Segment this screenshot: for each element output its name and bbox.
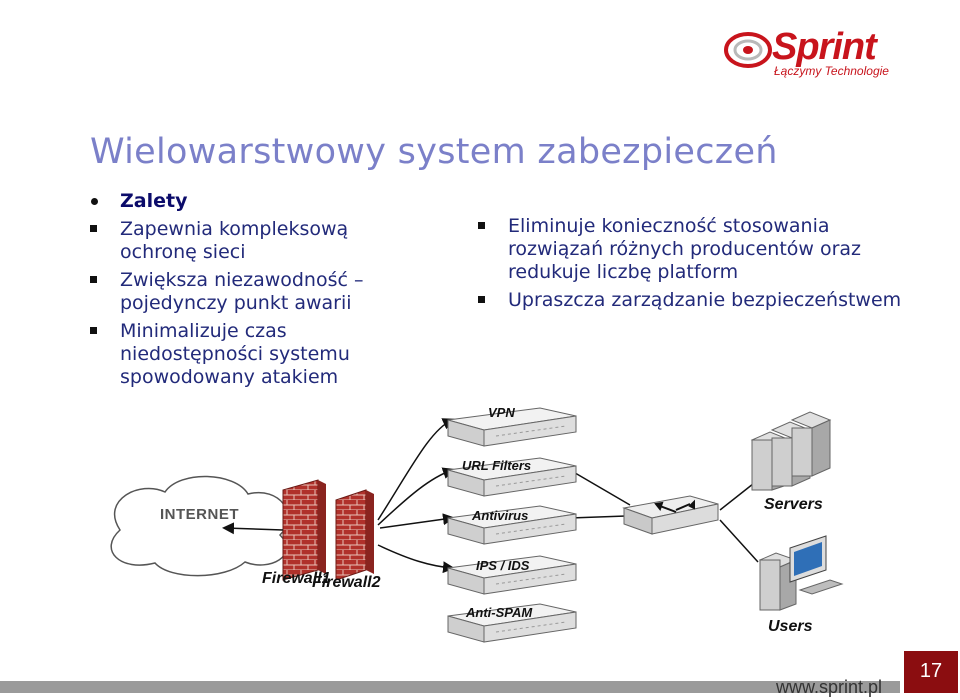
bullet-square-icon [90, 225, 97, 232]
advantages-list: Zalety Zapewnia kompleksową ochronę siec… [90, 190, 390, 394]
slide-title: Wielowarstwowy system zabezpieczeń [90, 132, 778, 172]
antivirus-label: Antivirus [472, 508, 529, 523]
bullet-square-icon [478, 296, 485, 303]
servers-label: Servers [764, 496, 823, 513]
bullet-square-icon [90, 327, 97, 334]
firewall2-label: Firewall2 [312, 574, 381, 591]
brand-name: Sprint [772, 26, 877, 68]
user-workstation-icon [758, 535, 844, 611]
url-filters-label: URL Filters [462, 458, 532, 473]
list-item: Upraszcza zarządzanie bezpieczeństwem [478, 289, 918, 312]
list-item-text: Upraszcza zarządzanie bezpieczeństwem [508, 289, 902, 311]
list-heading: Zalety [120, 190, 188, 212]
bullet-square-icon [478, 222, 485, 229]
ips-ids-label: IPS / IDS [476, 558, 530, 573]
sprint-logo-swoosh-icon [724, 32, 772, 68]
servers-icon [750, 411, 832, 491]
anti-spam-label: Anti-SPAM [466, 605, 533, 620]
firewall1-wall-icon [282, 479, 326, 581]
network-switch-icon [622, 495, 719, 535]
list-item-text: Zwiększa niezawodność – pojedynczy punkt… [120, 269, 364, 314]
internet-cloud-icon [110, 475, 289, 577]
page-number: 17 [904, 651, 958, 693]
footer-url[interactable]: www.sprint.pl [776, 677, 883, 697]
list-item-text: Eliminuje konieczność stosowania rozwiąz… [508, 215, 862, 283]
internet-label: INTERNET [160, 506, 239, 523]
list-heading-row: Zalety [90, 190, 390, 213]
list-item: Eliminuje konieczność stosowania rozwiąz… [478, 215, 918, 284]
list-item-text: Minimalizuje czas niedostępności systemu… [120, 320, 350, 388]
list-item: Zwiększa niezawodność – pojedynczy punkt… [90, 269, 390, 315]
list-item-text: Zapewnia kompleksową ochronę sieci [120, 218, 349, 263]
firewall1-label: Firewall1 [262, 570, 331, 587]
bullet-square-icon [90, 276, 97, 283]
firewall2-wall-icon [335, 489, 374, 581]
footer-bar [0, 681, 900, 693]
brand-tagline: Łączymy Technologie [774, 64, 889, 78]
benefits-list: Eliminuje konieczność stosowania rozwiąz… [478, 215, 918, 317]
users-label: Users [768, 618, 813, 635]
sprint-logo: Sprint Łączymy Technologie [722, 26, 892, 83]
list-item: Zapewnia kompleksową ochronę sieci [90, 218, 390, 264]
vpn-label: VPN [488, 405, 515, 420]
list-item: Minimalizuje czas niedostępności systemu… [90, 320, 390, 389]
bullet-dot-icon [91, 198, 98, 205]
